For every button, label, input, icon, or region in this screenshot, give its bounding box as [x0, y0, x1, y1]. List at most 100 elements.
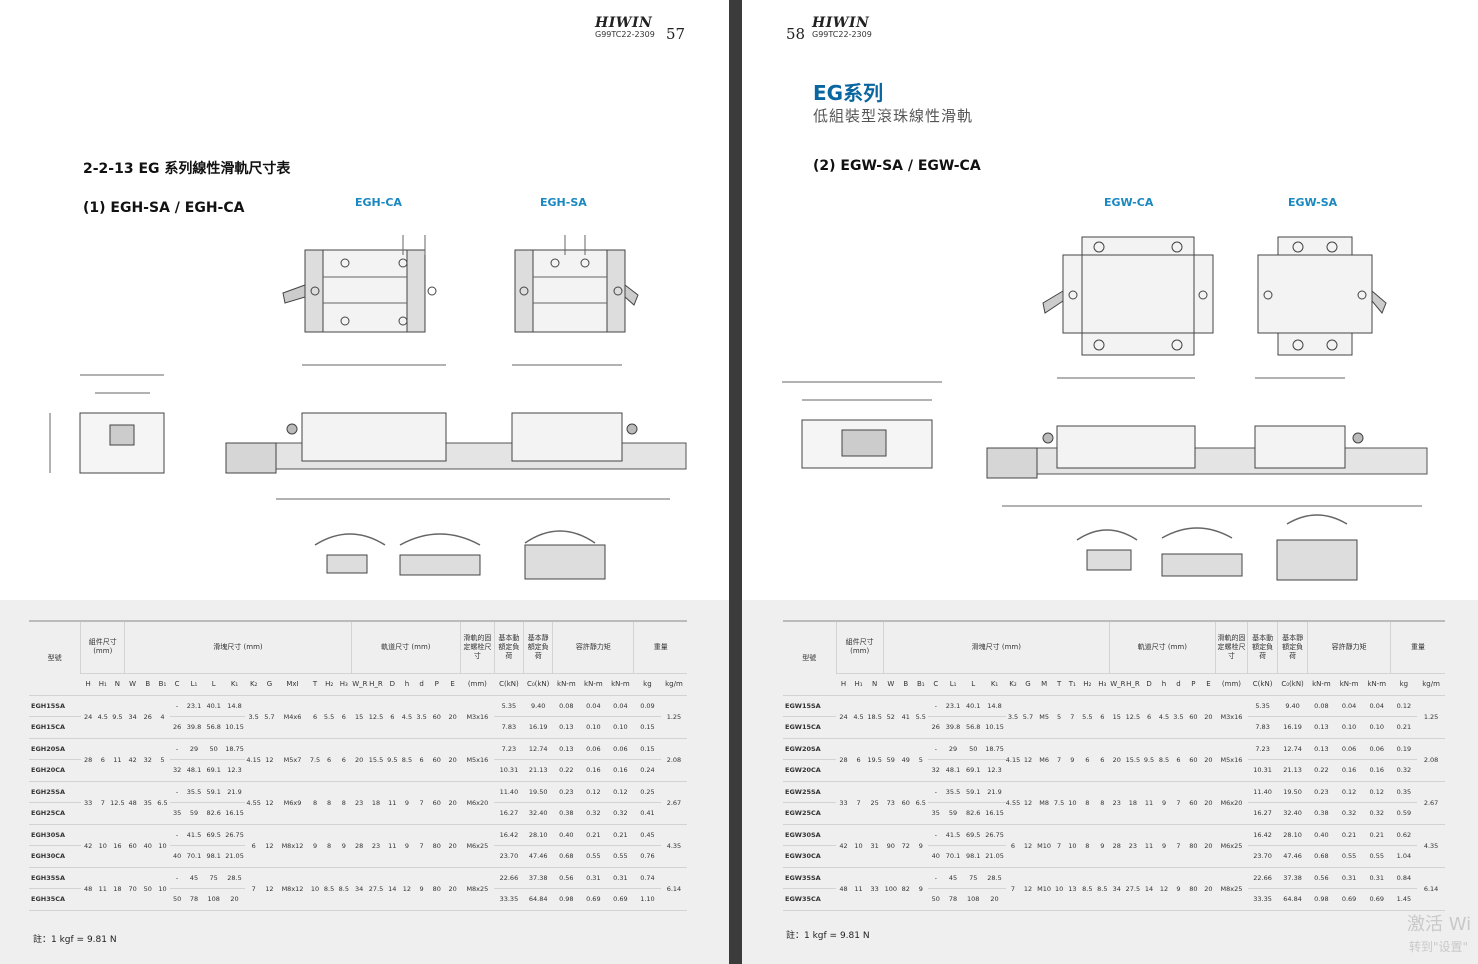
table-cell: 59	[184, 802, 204, 825]
model-cell: EGH15CA	[29, 716, 81, 739]
subcol-header: L	[203, 673, 224, 696]
table-cell: 9	[1095, 824, 1110, 868]
table-cell: 10.15	[983, 716, 1006, 739]
table-cell: 40.1	[962, 695, 984, 717]
table-cell: 20	[1109, 738, 1125, 782]
catalog-page-57: HIWIN G99TC22-2309 57 2-2-13 EG 系列線性滑軌尺寸…	[0, 0, 729, 964]
table-cell: 0.08	[1307, 695, 1336, 717]
table-cell: 69.5	[962, 824, 984, 846]
table-cell: 11	[384, 824, 400, 868]
subcol-header: W_R	[1109, 673, 1126, 696]
table-cell: 0.69	[606, 888, 634, 911]
table-cell: 3.5	[1005, 695, 1021, 739]
model-cell: EGH25SA	[29, 781, 81, 803]
table-cell: 32.40	[1277, 802, 1308, 825]
table-cell: 9	[414, 867, 429, 911]
table-cell: 90	[883, 824, 899, 868]
table-cell: 4.55	[245, 781, 263, 825]
table-cell: 24	[836, 695, 852, 739]
table-cell: 9	[1156, 824, 1172, 868]
table-cell: 0.23	[552, 781, 580, 803]
table-cell: 20	[1201, 867, 1216, 911]
subcol-header: kN-m	[606, 673, 634, 696]
model-cell: EGH25CA	[29, 802, 81, 825]
table-cell: 4.5	[399, 695, 415, 739]
table-cell: 28	[80, 738, 96, 782]
table-cell: 72	[898, 824, 914, 868]
os-activation-watermark: 激活 Wi	[1407, 914, 1472, 935]
table-cell: 47.46	[1277, 845, 1308, 868]
table-cell: 0.12	[1390, 695, 1418, 717]
table-cell: 7	[1171, 824, 1186, 868]
table-cell: 12	[262, 824, 277, 868]
col-model: 型號	[29, 620, 81, 696]
table-cell: 23	[1109, 781, 1125, 825]
table-cell: 35.5	[943, 781, 963, 803]
table-cell: 12	[399, 867, 415, 911]
table-cell: 0.12	[579, 781, 607, 803]
table-cell: 50	[928, 888, 944, 911]
model-cell: EGH30CA	[29, 845, 81, 868]
table-cell: 59.1	[962, 781, 984, 803]
table-cell: 0.22	[552, 759, 580, 782]
model-cell: EGW15CA	[783, 716, 837, 739]
subcol-header: kg/m	[1417, 673, 1445, 696]
table-cell: 50	[203, 738, 224, 760]
col-bolt: 滑軌的固定螺栓尺寸	[1214, 620, 1248, 674]
table-cell: M8	[1035, 781, 1053, 825]
table-cell: 0.10	[1362, 716, 1391, 739]
table-cell: 6	[1171, 738, 1186, 782]
table-cell: 78	[184, 888, 204, 911]
subcol-header: C₀(kN)	[523, 673, 553, 696]
table-cell: 6	[308, 695, 322, 739]
table-cell: 9	[399, 781, 415, 825]
table-cell: 0.21	[1390, 716, 1418, 739]
table-cell: 20	[444, 824, 461, 868]
table-cell: 29	[184, 738, 204, 760]
table-cell: -	[928, 867, 944, 889]
table-cell: 0.19	[1390, 738, 1418, 760]
table-cell: 0.76	[633, 845, 661, 868]
table-cell: 0.40	[552, 824, 580, 846]
table-cell: 34	[124, 695, 141, 739]
table-cell: 1.10	[633, 888, 661, 911]
table-cell: 64.84	[1277, 888, 1308, 911]
table-cell: M5x16	[1215, 738, 1248, 782]
subcol-header: P	[428, 673, 445, 696]
table-cell: 18	[110, 867, 125, 911]
table-cell: 8	[308, 781, 322, 825]
table-cell: 0.06	[606, 738, 634, 760]
table-cell: 0.98	[1307, 888, 1336, 911]
table-cell: 82	[898, 867, 914, 911]
unit-note: 註：1 kgf = 9.81 N	[33, 935, 117, 945]
table-cell: 60	[898, 781, 914, 825]
table-cell: 7	[1005, 867, 1021, 911]
drawing-label-sa: EGW-SA	[1288, 196, 1338, 209]
table-cell: 1.45	[1390, 888, 1418, 911]
table-cell: 6	[321, 738, 337, 782]
table-cell: 70.1	[184, 845, 204, 868]
table-cell: 9.5	[1141, 738, 1157, 782]
subcol-header: H_R	[366, 673, 385, 696]
top-view-drawing-sa	[514, 235, 639, 333]
table-cell: 8.5	[336, 867, 352, 911]
subcol-header: H	[836, 673, 852, 696]
table-cell: 0.32	[1335, 802, 1363, 825]
page-number: 58	[786, 25, 806, 43]
table-cell: 35	[928, 802, 944, 825]
table-cell: M5x16	[460, 738, 495, 782]
table-cell: 14.8	[223, 695, 246, 717]
table-cell: 64.84	[523, 888, 553, 911]
table-cell: 70	[124, 867, 141, 911]
model-cell: EGW35SA	[783, 867, 837, 889]
table-cell: 7.5	[308, 738, 322, 782]
table-cell: 21.13	[523, 759, 553, 782]
table-cell: 7	[1052, 738, 1066, 782]
table-cell: 0.32	[579, 802, 607, 825]
subcol-header: C	[169, 673, 185, 696]
table-cell: 47.46	[523, 845, 553, 868]
table-cell: 6	[1005, 824, 1021, 868]
table-cell: 0.06	[1335, 738, 1363, 760]
